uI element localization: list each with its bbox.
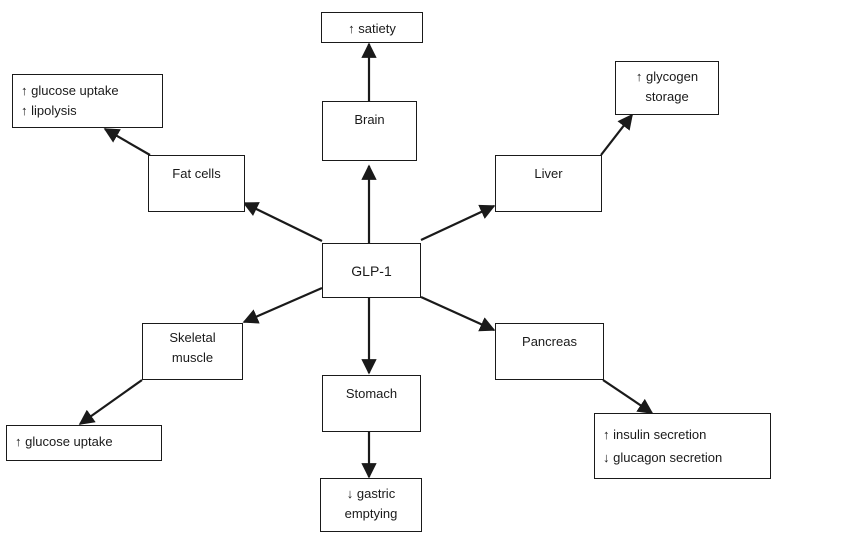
brain-label: Brain [354, 112, 385, 127]
satiety-label: ↑ satiety [348, 21, 396, 36]
stomach-effects-box: ↓ gastric emptying [320, 478, 422, 532]
arrow-liver-to-effects [600, 113, 633, 156]
arrow-glp1-to-fat-cells [242, 202, 323, 242]
liver-effects-box: ↑ glycogen storage [615, 61, 719, 115]
muscle-effect-glucose-uptake: ↑ glucose uptake [15, 434, 113, 449]
stomach-effect-line-2: emptying [344, 506, 398, 521]
pancreas-label: Pancreas [522, 334, 577, 349]
fat-effects-box: ↑ glucose uptake ↑ lipolysis [12, 74, 163, 128]
fat-effect-glucose-uptake: ↑ glucose uptake [21, 83, 119, 98]
fat-cells-box: Fat cells [148, 155, 245, 212]
arrow-muscle-to-effects [78, 379, 143, 425]
pancreas-effects-box: ↑ insulin secretion ↓ glucagon secretion [594, 413, 771, 479]
stomach-label: Stomach [345, 386, 398, 401]
liver-box: Liver [495, 155, 602, 212]
fat-cells-label: Fat cells [172, 166, 221, 181]
pancreas-effect-glucagon: ↓ glucagon secretion [603, 450, 723, 465]
pancreas-box: Pancreas [495, 323, 604, 380]
arrow-glp1-to-skeletal-muscle [242, 286, 323, 324]
skeletal-muscle-label-line-2: muscle [171, 350, 214, 365]
skeletal-muscle-box: Skeletal muscle [142, 323, 243, 380]
arrow-glp1-to-liver [420, 204, 496, 241]
muscle-effects-box: ↑ glucose uptake [6, 425, 162, 461]
arrow-pancreas-to-effects [602, 379, 654, 414]
pancreas-effect-insulin: ↑ insulin secretion [603, 427, 707, 442]
arrow-fat-cells-to-effects [103, 128, 151, 156]
stomach-box: Stomach [322, 375, 421, 432]
glp1-box: GLP-1 [322, 243, 421, 298]
fat-effect-lipolysis: ↑ lipolysis [21, 103, 77, 118]
glp1-label: GLP-1 [351, 263, 392, 279]
arrow-glp1-to-pancreas [420, 295, 496, 332]
satiety-box: ↑ satiety [321, 12, 423, 43]
skeletal-muscle-label-line-1: Skeletal [169, 330, 216, 345]
liver-effect-line-1: ↑ glycogen [635, 69, 699, 84]
liver-effect-line-2: storage [645, 89, 689, 104]
brain-box: Brain [322, 101, 417, 161]
liver-label: Liver [534, 166, 563, 181]
stomach-effect-line-1: ↓ gastric [346, 486, 396, 501]
